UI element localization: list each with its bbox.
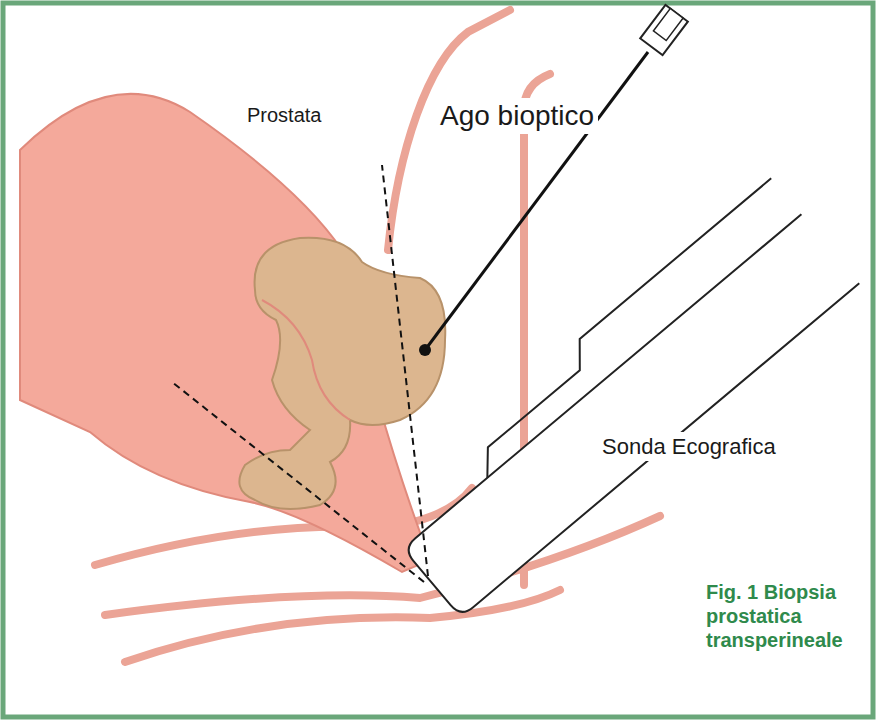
instrument-label: Ago bioptico [436,98,598,134]
prostate-shape [239,238,445,509]
organ-label: Prostata [247,104,321,127]
figure-frame [3,3,873,717]
instrument-label: Sonda Ecografica [598,432,780,461]
biopsy-target [419,344,431,356]
needle-hub [640,5,688,55]
figure-caption: Fig. 1 Biopsia prostatica transperineale [706,580,866,652]
scan-plane-lines [172,165,428,582]
ultrasound-probe [373,178,859,617]
biopsy-needle [425,52,648,350]
bladder-contour [262,300,350,420]
